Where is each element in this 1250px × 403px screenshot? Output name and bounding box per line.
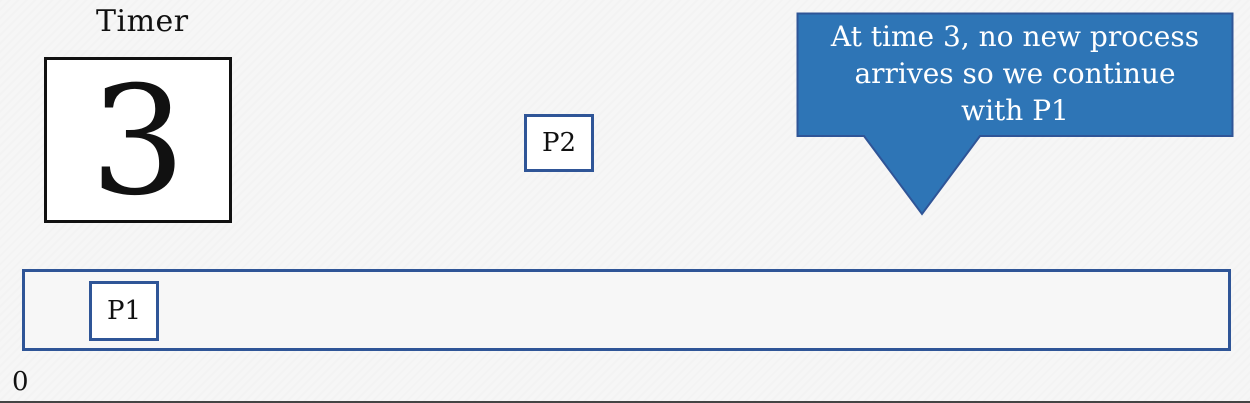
callout-path — [796, 12, 1234, 216]
ready-queue-bar — [22, 269, 1231, 351]
timer-label: Timer — [96, 4, 189, 39]
process-box-p1: P1 — [89, 281, 159, 341]
callout-line-1: At time 3, no new process — [830, 20, 1200, 53]
process-box-p2: P2 — [524, 114, 594, 172]
axis-line — [0, 401, 1250, 403]
callout-bubble: At time 3, no new process arrives so we … — [796, 12, 1234, 220]
callout-shape — [796, 12, 1234, 216]
timer-value: 3 — [90, 55, 186, 229]
callout-line-3: with P1 — [961, 94, 1069, 127]
callout-text: At time 3, no new process arrives so we … — [796, 18, 1234, 129]
timer-box: 3 — [44, 57, 232, 223]
axis-start-label: 0 — [12, 367, 29, 397]
callout-line-2: arrives so we continue — [854, 57, 1176, 90]
